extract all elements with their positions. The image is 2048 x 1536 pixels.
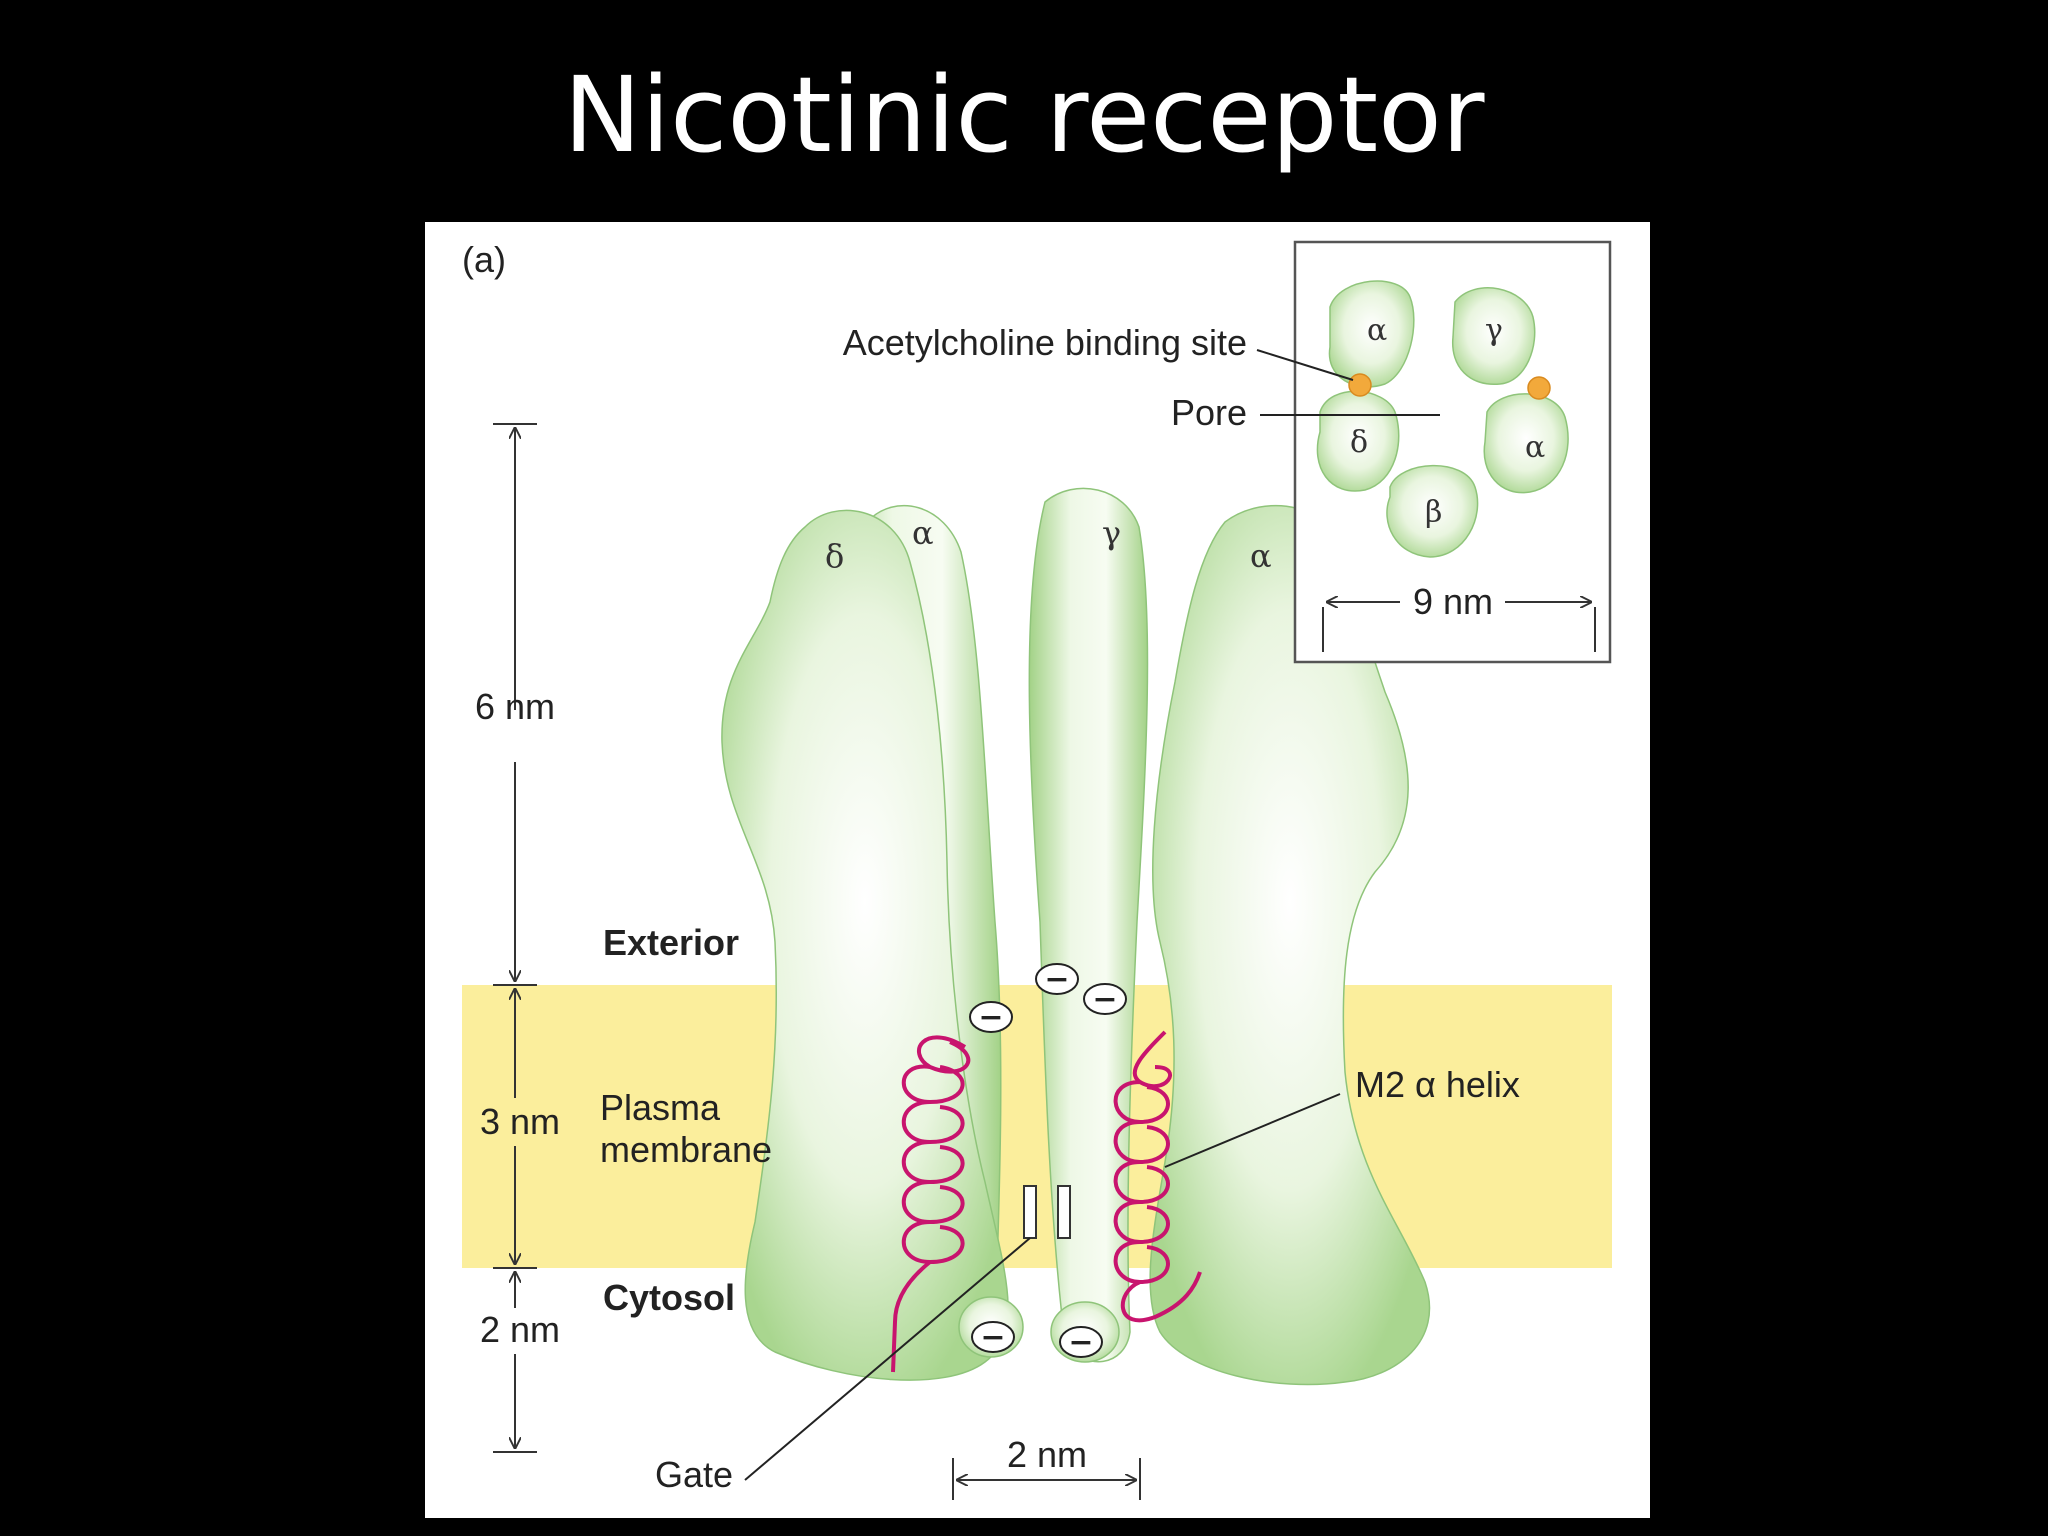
side-label-gamma: γ [1102, 514, 1121, 552]
dimension-6nm: 6 nm [475, 686, 555, 727]
m2-helix-right [1113, 1030, 1202, 1323]
charge-3: − [969, 1000, 1013, 1035]
pore-width-dimension [952, 1458, 1141, 1500]
side-label-alpha-2: α [1250, 537, 1272, 575]
charge-1: − [1035, 962, 1079, 997]
m2-helix-left [891, 1035, 971, 1373]
label-m2-helix: M2 α helix [1355, 1064, 1520, 1105]
dimension-2nm-vertical: 2 nm [480, 1309, 560, 1350]
inset-label-beta: β [1425, 495, 1442, 530]
label-cytosol: Cytosol [603, 1277, 735, 1318]
inset-subunit-alpha-top [1328, 280, 1415, 388]
negative-charges: − − − − − [969, 962, 1127, 1360]
binding-site-right [1527, 376, 1551, 400]
gate-right [1057, 1185, 1071, 1239]
charge-5: − [1059, 1325, 1103, 1360]
label-binding-site: Acetylcholine binding site [843, 322, 1247, 363]
dimension-3nm: 3 nm [480, 1101, 560, 1142]
gate-left [1023, 1185, 1037, 1239]
inset-label-gamma: γ [1485, 313, 1503, 348]
inset-width-label: 9 nm [1413, 581, 1493, 622]
inset-label-alpha-right: α [1525, 430, 1545, 465]
svg-text:−: − [1092, 982, 1117, 1017]
svg-text:−: − [978, 1000, 1003, 1035]
svg-text:−: − [980, 1320, 1005, 1355]
label-pore: Pore [1171, 392, 1247, 433]
dimension-2nm-pore: 2 nm [1007, 1434, 1087, 1475]
charge-4: − [971, 1320, 1015, 1355]
label-gate: Gate [655, 1454, 733, 1495]
side-label-delta: δ [825, 537, 844, 575]
receptor-side-view [721, 487, 1431, 1386]
label-membrane: membrane [600, 1129, 772, 1170]
inset-label-alpha-top: α [1367, 313, 1387, 348]
subunit-delta [721, 509, 1009, 1381]
label-plasma: Plasma [600, 1087, 721, 1128]
inset-subunit-alpha-right [1483, 393, 1569, 494]
binding-site-leader [1256, 349, 1354, 381]
svg-text:−: − [1068, 1325, 1093, 1360]
dimension-ruler [493, 423, 537, 1453]
svg-text:−: − [1044, 962, 1069, 997]
charge-2: − [1083, 982, 1127, 1017]
gate-leader [744, 1237, 1031, 1481]
side-label-alpha-1: α [912, 514, 934, 552]
label-exterior: Exterior [603, 922, 739, 963]
top-view-inset [1293, 240, 1612, 664]
subunit-gamma [1028, 487, 1149, 1363]
receptor-figure: (a) δ α γ α − − − − − [425, 222, 1650, 1518]
binding-site-left [1348, 373, 1372, 397]
inset-subunit-gamma-top [1452, 287, 1536, 385]
subunit-alpha-front-right [1149, 504, 1431, 1386]
slide-title: Nicotinic receptor [563, 54, 1485, 176]
panel-label: (a) [462, 239, 506, 280]
helix-leader [1164, 1093, 1341, 1168]
inset-subunit-beta [1386, 464, 1479, 558]
inset-label-delta: δ [1350, 425, 1368, 460]
